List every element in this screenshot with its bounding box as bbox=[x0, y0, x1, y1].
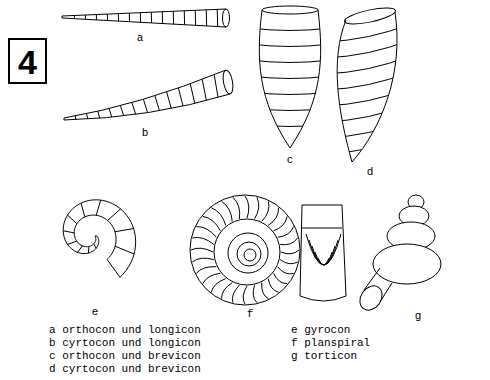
figure-number: 4 bbox=[10, 45, 45, 79]
orthocone-brevicone bbox=[250, 6, 330, 148]
figure-letter: d bbox=[366, 166, 375, 179]
key-line: a orthocon und longicon bbox=[48, 324, 202, 337]
figure-letter: b bbox=[141, 127, 150, 140]
figure-letter: c bbox=[286, 154, 295, 167]
cyrtocone-longicone bbox=[64, 69, 235, 122]
orthocone-longicone bbox=[62, 0, 230, 40]
torticone bbox=[355, 195, 441, 314]
key-line: d cyrtocon und brevicon bbox=[48, 363, 202, 376]
key-line: e gyrocon bbox=[290, 324, 351, 337]
gyrocone bbox=[63, 200, 135, 277]
key-line: c orthocon und brevicon bbox=[48, 350, 202, 363]
figure-letter: a bbox=[136, 32, 145, 45]
figure-letter: e bbox=[91, 306, 100, 319]
key-line: g torticon bbox=[290, 350, 358, 363]
planispiral-shell bbox=[190, 195, 346, 305]
key-line: f planspiral bbox=[290, 337, 371, 350]
figure-letter: f bbox=[246, 308, 255, 321]
cyrtocone-brevicone bbox=[325, 5, 410, 162]
key-line: b cyrtocon und longicon bbox=[48, 337, 202, 350]
figure-letter: g bbox=[414, 310, 423, 323]
figure-number-box: 4 bbox=[8, 38, 47, 84]
